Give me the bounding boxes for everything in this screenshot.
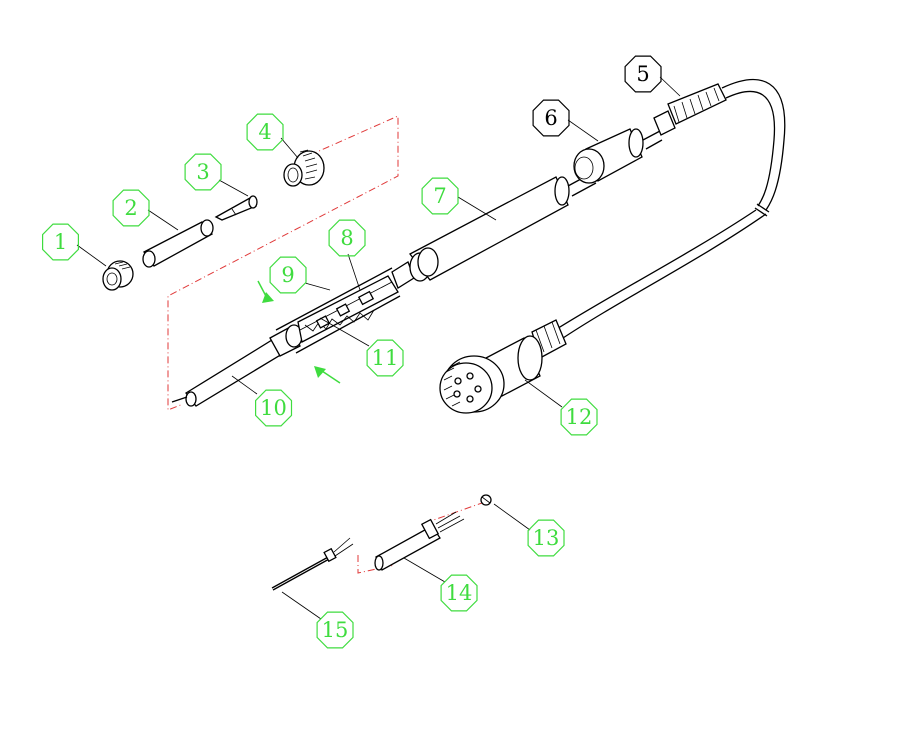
callout-13-label: 13 (533, 526, 560, 550)
part-nut (102, 260, 134, 291)
callout-7-label: 7 (433, 184, 446, 208)
callout-4-label: 4 (258, 120, 271, 144)
part-handle (409, 172, 597, 282)
callout-6-label: 6 (544, 106, 557, 130)
callout-14-label: 14 (446, 581, 473, 605)
callout-4: 4 (246, 113, 284, 151)
callout-6: 6 (532, 99, 570, 137)
callout-8: 8 (328, 219, 366, 257)
callout-5-label: 5 (636, 62, 649, 86)
callout-15-label: 15 (322, 618, 349, 642)
callout-2: 2 (112, 189, 150, 227)
callout-3: 3 (184, 153, 222, 191)
callout-5: 5 (624, 55, 662, 93)
callout-12-label: 12 (566, 405, 593, 429)
callout-10-label: 10 (260, 396, 287, 420)
part-strain-relief (653, 83, 727, 136)
part-sleeve (171, 324, 303, 407)
part-grip-ring (573, 128, 663, 184)
callout-11: 11 (366, 339, 404, 377)
part-screw (480, 494, 492, 506)
callout-13: 13 (527, 519, 565, 557)
part-cable (551, 79, 786, 341)
part-connector (439, 319, 567, 414)
callout-15: 15 (316, 611, 354, 649)
callout-10: 10 (255, 389, 293, 427)
part-sensor-rod (271, 537, 354, 591)
callout-8-label: 8 (340, 226, 353, 250)
pointer-arrows (257, 280, 341, 384)
callout-14: 14 (440, 574, 478, 612)
callout-9-label: 9 (281, 263, 294, 287)
part-knurled-nut (283, 149, 325, 187)
callout-7: 7 (421, 177, 459, 215)
callout-11-label: 11 (372, 346, 399, 370)
callout-2-label: 2 (124, 196, 137, 220)
callout-12: 12 (560, 398, 598, 436)
callout-1: 1 (41, 223, 80, 261)
part-tip (214, 195, 258, 221)
part-element-assembly (275, 261, 415, 354)
part-heater-tube (374, 511, 465, 571)
callout-1-label: 1 (54, 230, 67, 254)
callout-3-label: 3 (196, 160, 209, 184)
callout-9: 9 (269, 256, 307, 294)
part-barrel (142, 219, 214, 268)
leader-lines (76, 76, 681, 620)
